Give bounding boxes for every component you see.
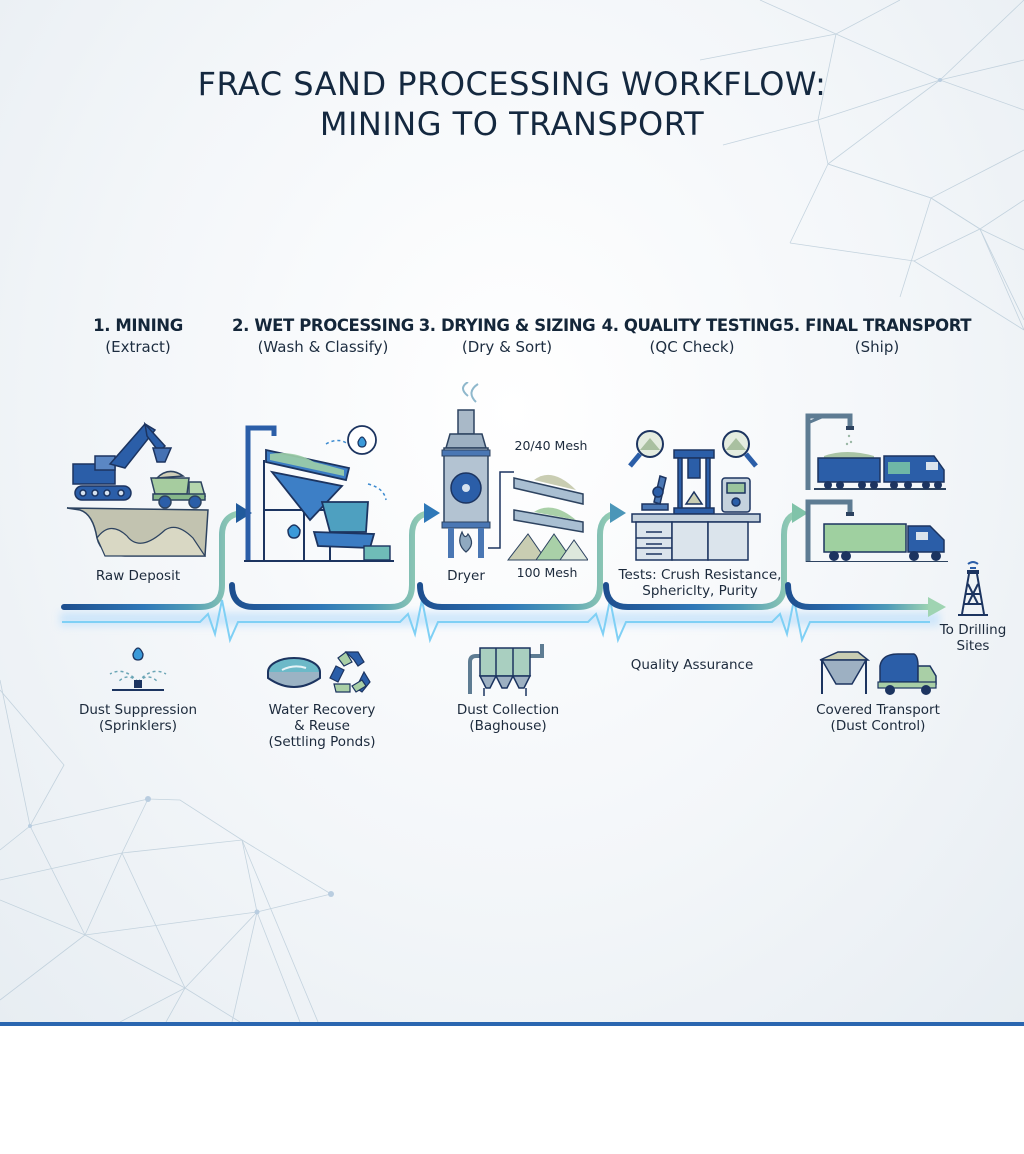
wash-plant-icon [244, 425, 394, 562]
water-recovery-line-2: & Reuse [294, 718, 350, 734]
step-2-title: 2. WET PROCESSING [232, 316, 414, 335]
raw-deposit-caption: Raw Deposit [95, 568, 181, 584]
covered-transport-caption: Covered Transport (Dust Control) [806, 702, 950, 734]
covered-transport-line-2: (Dust Control) [830, 718, 926, 734]
silo-icon [819, 651, 871, 694]
covered-truck-icon [877, 653, 937, 695]
bottom-rule [0, 1022, 1024, 1026]
final-transport-illustration [805, 413, 948, 562]
step-4-title: 4. QUALITY TESTING [601, 316, 783, 335]
drying-sizing-illustration [441, 382, 588, 561]
oil-derrick-icon [958, 561, 988, 616]
step-2-heading: 2. WET PROCESSING (Wash & Classify) [228, 315, 418, 357]
baghouse-icon [468, 644, 544, 696]
meter-icon [721, 477, 751, 513]
quality-tests-line-2: Sphericlty, Purity [642, 583, 758, 599]
covered-transport-icon [819, 651, 937, 695]
step-3-subtitle: (Dry & Sort) [461, 338, 553, 356]
mesh-20-40-caption: 20/40 Mesh [514, 438, 588, 453]
step-1-heading: 1. MINING (Extract) [43, 315, 233, 357]
background-network-pattern [0, 0, 1024, 1023]
dust-collection-line-1: Dust Collection [456, 702, 560, 718]
title-line-1: FRAC SAND PROCESSING WORKFLOW: [197, 65, 827, 103]
excavator-icon [72, 421, 173, 501]
infographic-canvas: FRAC SAND PROCESSING WORKFLOW: MINING TO… [0, 0, 1024, 1024]
dump-truck-icon [150, 470, 206, 509]
step-3-title: 3. DRYING & SIZING [418, 316, 596, 335]
step-5-title: 5. FINAL TRANSPORT [782, 316, 972, 335]
destination-line-1: To Drilling [939, 622, 1007, 638]
step-4-heading: 4. QUALITY TESTING (QC Check) [597, 315, 787, 357]
microscope-icon [641, 475, 669, 511]
magnifier-icon [628, 430, 758, 468]
quality-tests-line-1: Tests: Crush Resistance, [618, 567, 782, 583]
page-title: FRAC SAND PROCESSING WORKFLOW: MINING TO… [0, 64, 1024, 144]
rail-loadout-icon [805, 413, 946, 490]
settling-pond-recycle-icon [267, 651, 371, 693]
mesh-100-caption: 100 Mesh [516, 565, 578, 580]
truck-loadout-icon [805, 499, 948, 562]
screen-sorter-icon [506, 474, 588, 561]
quality-assurance-caption: Quality Assurance [630, 657, 754, 673]
water-recovery-caption: Water Recovery & Reuse (Settling Ponds) [252, 702, 392, 750]
dust-collection-line-2: (Baghouse) [469, 718, 547, 734]
flame-icon [459, 530, 473, 553]
title-line-2: MINING TO TRANSPORT [319, 105, 705, 143]
lab-bench-icon [628, 430, 761, 561]
process-flow-line [60, 503, 946, 644]
covered-transport-line-1: Covered Transport [816, 702, 940, 718]
destination-line-2: Sites [956, 638, 990, 654]
dust-collection-caption: Dust Collection (Baghouse) [440, 702, 576, 734]
press-icon [673, 449, 715, 515]
water-recovery-line-3: (Settling Ponds) [268, 734, 376, 750]
quality-tests-caption: Tests: Crush Resistance, Sphericlty, Pur… [610, 567, 790, 599]
water-recovery-line-1: Water Recovery [268, 702, 376, 718]
mining-illustration [66, 421, 209, 557]
step-1-title: 1. MINING [93, 316, 183, 335]
dryer-caption: Dryer [447, 568, 485, 584]
step-3-heading: 3. DRYING & SIZING (Dry & Sort) [412, 315, 602, 357]
water-drop-icon [287, 524, 301, 539]
flow-arrowheads [236, 503, 946, 617]
destination-caption: To Drilling Sites [933, 622, 1013, 654]
step-5-subtitle: (Ship) [854, 338, 900, 356]
step-2-subtitle: (Wash & Classify) [257, 338, 389, 356]
dust-suppression-line-1: Dust Suppression [78, 702, 198, 718]
recycle-icon [329, 651, 371, 693]
step-1-subtitle: (Extract) [105, 338, 171, 356]
dust-suppression-line-2: (Sprinklers) [99, 718, 177, 734]
dust-suppression-caption: Dust Suppression (Sprinklers) [70, 702, 206, 734]
sprinkler-icon [109, 647, 167, 691]
step-4-subtitle: (QC Check) [649, 338, 735, 356]
dryer-tower-icon [441, 382, 514, 558]
step-5-heading: 5. FINAL TRANSPORT (Ship) [782, 315, 972, 357]
